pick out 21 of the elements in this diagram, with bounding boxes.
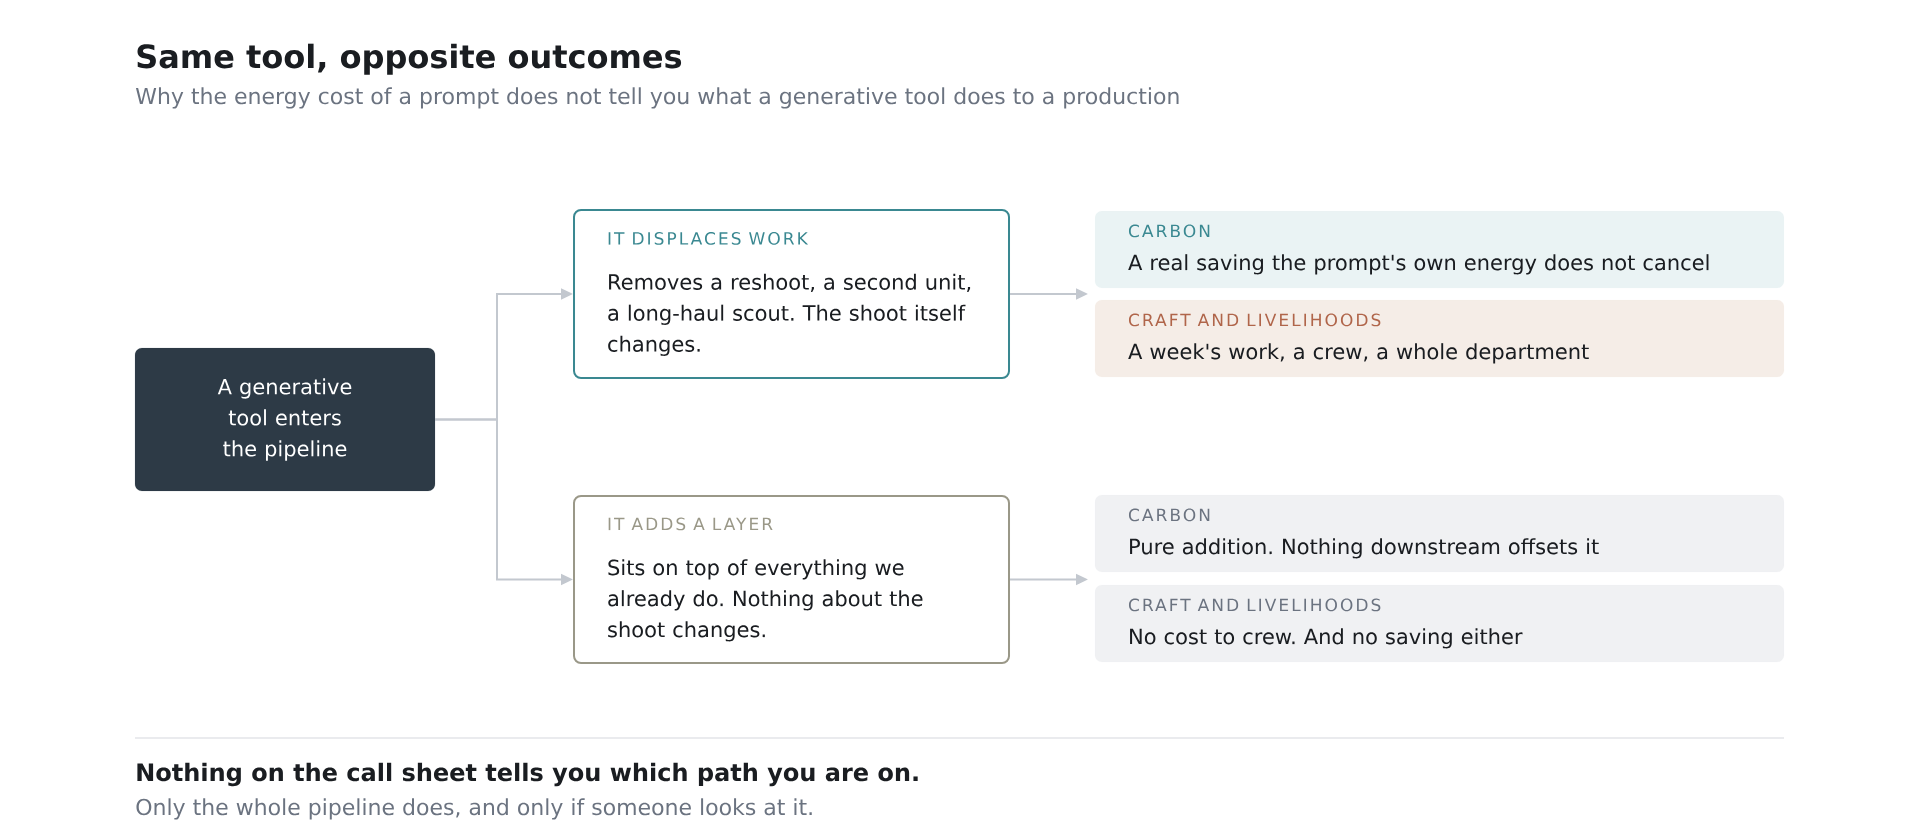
card-text: A real saving the prompt's own energy does not cancel: [1128, 254, 1709, 275]
card-text: A week's work, a crew, a whole department: [1128, 343, 1589, 364]
outcome-box: [573, 209, 1010, 379]
card-heading: IT ADDS A LAYER: [608, 517, 773, 531]
box-label: A generative tool enters the pipeline: [217, 378, 352, 461]
title: Same tool, opposite outcomes: [137, 43, 682, 75]
card-heading: CRAFT AND LIVELIHOODS: [1128, 313, 1381, 327]
footer-note: Only the whole pipeline does, and only if someone looks at it.: [136, 798, 812, 820]
card-text: Pure addition. Nothing downstream offsets it: [1130, 538, 1599, 559]
footer-note: Nothing on the call sheet tells you which path you are on.: [137, 762, 918, 787]
source-box: [134, 347, 436, 492]
outcome-box: [573, 495, 1010, 664]
card-text: Sits on top of everything we already do. Nothing about the shoot changes.: [608, 559, 923, 642]
result-card: [1094, 299, 1785, 378]
subtitle: Why the energy cost of a prompt does not tell you what a generative tool does to a production: [135, 87, 1179, 109]
card-heading: IT DISPLACES WORK: [608, 232, 809, 245]
card-text: No cost to crew. And no saving either: [1130, 628, 1523, 649]
card-text: Removes a reshoot, a second unit, a long-haul scout. The shoot itself changes.: [608, 273, 971, 356]
card-heading: CARBON: [1128, 224, 1210, 238]
card-heading: CRAFT AND LIVELIHOODS: [1128, 598, 1381, 612]
card-heading: CARBON: [1128, 508, 1210, 522]
